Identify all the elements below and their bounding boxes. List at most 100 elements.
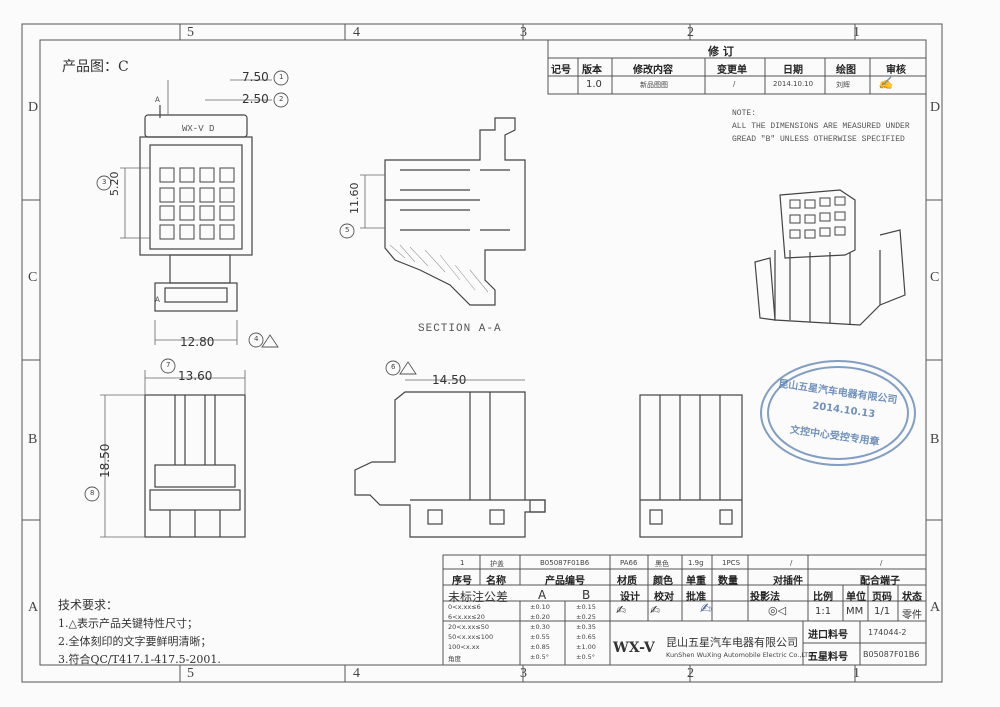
bom-mating: / xyxy=(790,559,793,567)
section-hatch xyxy=(389,244,489,293)
bom-color: 黑色 xyxy=(655,560,669,568)
zone-left-C: C xyxy=(28,270,38,285)
zone-top-2: 2 xyxy=(687,25,694,40)
appr-h-design: 设计 xyxy=(620,592,640,603)
tolerance-cell: ±0.35 xyxy=(576,623,596,631)
appr-h-check: 校对 xyxy=(654,592,674,603)
wx-code-value: B05087F01B6 xyxy=(863,650,920,659)
key-triangles xyxy=(261,334,417,375)
tolerance-cell: 6<x.xx≤20 xyxy=(448,613,485,621)
tolerance-cell: ±1.00 xyxy=(576,643,596,651)
section-label: SECTION A-A xyxy=(418,323,502,335)
bom-no: 1 xyxy=(460,559,465,567)
bom-h-code: 产品编号 xyxy=(545,576,585,587)
balloon-2: 2 xyxy=(279,95,284,103)
import-code-value: 174044-2 xyxy=(868,628,907,637)
note-line-2: GREAD "B" UNLESS OTHERWISE SPECIFIED xyxy=(732,135,905,144)
zone-bottom-3: 3 xyxy=(520,666,527,681)
zone-right-A: A xyxy=(930,600,941,615)
rev-h-version: 版本 xyxy=(582,65,602,76)
bom-h-qty: 数量 xyxy=(718,576,738,587)
section-view xyxy=(384,117,526,306)
tolerance-col-b: B xyxy=(582,588,591,602)
zone-bottom-1: 1 xyxy=(853,666,860,681)
company-logo: WX-V xyxy=(613,640,655,656)
note-title: NOTE: xyxy=(732,109,757,118)
zone-bottom-5: 5 xyxy=(187,666,194,681)
rev-h-draw: 绘图 xyxy=(836,65,856,76)
rev-h-mark: 记号 xyxy=(551,65,571,76)
balloon-circles xyxy=(84,70,401,502)
appr-h-scale: 比例 xyxy=(813,592,833,603)
rev-h-change: 变更单 xyxy=(717,65,747,76)
appr-scale: 1:1 xyxy=(815,606,832,617)
tolerance-cell: ±0.55 xyxy=(530,633,550,641)
balloon-1: 1 xyxy=(279,73,284,81)
rev-h-review: 审核 xyxy=(886,65,906,76)
bom-h-name: 名称 xyxy=(486,576,506,587)
balloon-4: 4 xyxy=(254,335,259,343)
zone-right-D: D xyxy=(930,100,941,115)
rev-date: 2014.10.10 xyxy=(773,80,814,88)
dim-14-50: 14.50 xyxy=(432,373,467,387)
check-signature: ✍ xyxy=(650,603,661,617)
rev-drawer: 刘辉 xyxy=(836,81,850,89)
zone-bottom-2: 2 xyxy=(687,666,694,681)
design-signature: ✍ xyxy=(616,603,627,617)
dim-18-50: 18.50 xyxy=(98,443,112,478)
section-arrow-bottom: A xyxy=(155,296,160,305)
rear-view xyxy=(639,394,743,538)
bom-h-weight: 单重 xyxy=(686,576,706,587)
appr-h-projection: 投影法 xyxy=(750,592,780,603)
company-name-en: KunShen WuXing Automobile Electric Co.,L… xyxy=(666,651,816,659)
rev-h-content: 修改内容 xyxy=(633,65,673,76)
appr-unit: MM xyxy=(846,606,864,617)
balloon-3: 3 xyxy=(102,178,107,186)
tolerance-col-a: A xyxy=(538,588,547,602)
rev-change: / xyxy=(733,80,736,88)
balloon-8: 8 xyxy=(90,489,95,497)
title-block-grid xyxy=(442,554,927,666)
stamp-ring xyxy=(760,360,916,466)
part-marking: WX-V D xyxy=(182,124,215,134)
bom-qty: 1PCS xyxy=(722,559,741,567)
section-arrow-top: A xyxy=(155,96,160,105)
bom-name: 护盖 xyxy=(490,560,504,568)
tolerance-cell: ±0.5° xyxy=(576,653,596,661)
requirement-1: 1.△表示产品关键特性尺寸； xyxy=(58,617,198,630)
bom-h-terminal: 配合端子 xyxy=(860,576,900,587)
projection-symbol-icon: ◎◁ xyxy=(768,604,787,617)
rev-h-date: 日期 xyxy=(783,65,803,76)
requirement-2: 2.全体刻印的文字要鲜明清晰； xyxy=(58,635,212,648)
front-view-dims xyxy=(120,79,272,345)
tolerance-cell: ±0.85 xyxy=(530,643,550,651)
revision-title: 修 订 xyxy=(708,45,734,58)
dim-13-60: 13.60 xyxy=(178,369,213,383)
appr-h-page: 页码 xyxy=(872,592,892,603)
bom-h-no: 序号 xyxy=(452,576,472,587)
tolerance-cell: ±0.20 xyxy=(530,613,550,621)
appr-h-approve: 批准 xyxy=(686,592,706,603)
dim-7-50: 7.50 xyxy=(242,70,269,84)
bom-h-mating: 对插件 xyxy=(773,576,803,587)
tolerance-cell: 0<x.xx≤6 xyxy=(448,603,481,611)
zone-top-5: 5 xyxy=(187,25,194,40)
tolerance-cell: ±0.30 xyxy=(530,623,550,631)
zone-left-A: A xyxy=(28,600,39,615)
tolerance-cell: ±0.25 xyxy=(576,613,596,621)
rev-reviewer-signature: ✍ xyxy=(878,76,893,90)
zone-right-C: C xyxy=(930,270,940,285)
rev-content: 新品图图 xyxy=(640,81,668,89)
bom-weight: 1.9g xyxy=(688,559,704,567)
zone-bottom-4: 4 xyxy=(353,666,360,681)
requirements-title: 技术要求： xyxy=(58,598,119,612)
bom-code: B05087F01B6 xyxy=(540,559,590,567)
tolerance-cell: 50<x.xx≤100 xyxy=(448,633,494,641)
balloon-6: 6 xyxy=(391,363,396,371)
tolerance-cell: ±0.10 xyxy=(530,603,550,611)
dim-11-60: 11.60 xyxy=(348,182,361,215)
product-label: 产品图：C xyxy=(62,59,129,75)
zone-right-B: B xyxy=(930,432,940,447)
